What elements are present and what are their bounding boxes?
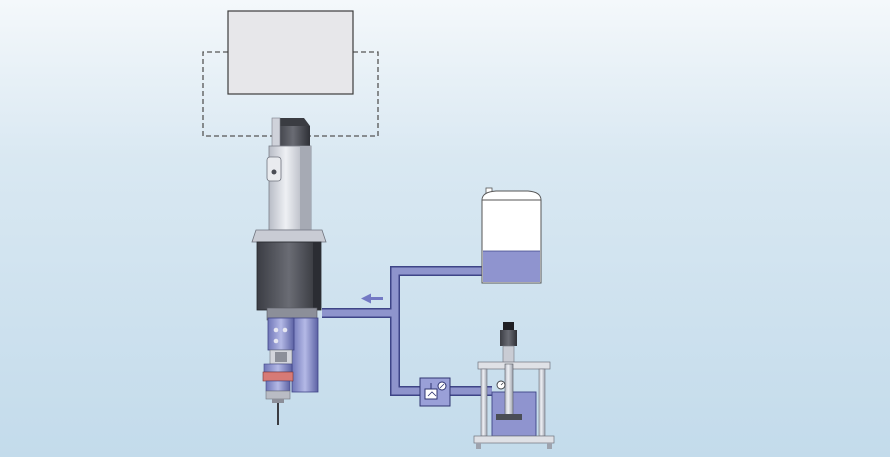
tank-fluid xyxy=(483,251,540,282)
reservoir-tank xyxy=(481,187,542,284)
fluid-piping xyxy=(322,266,492,396)
tank-icon xyxy=(481,187,542,284)
flow-direction-arrow xyxy=(361,293,383,304)
pail-pump xyxy=(473,322,555,449)
regulator-icon xyxy=(419,377,451,407)
dispense-valve xyxy=(251,117,327,425)
controller-screen xyxy=(202,10,379,137)
pump-icon xyxy=(473,322,555,449)
control-cable xyxy=(202,51,379,137)
controller-display xyxy=(227,10,354,95)
pressure-regulator xyxy=(419,377,451,407)
servo-valve-icon xyxy=(251,117,327,425)
